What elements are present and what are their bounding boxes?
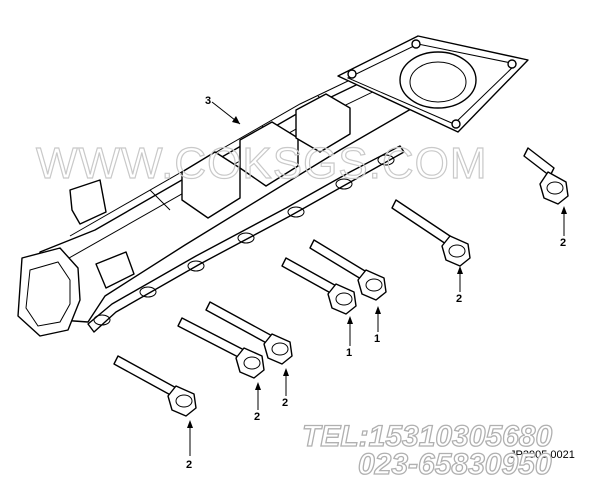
capscrew-upper-1b xyxy=(281,257,357,315)
capscrew-front-2a xyxy=(205,301,293,365)
capscrew-mid-right xyxy=(391,199,471,267)
reference-code: JP3905 0021 xyxy=(510,449,575,461)
callout-capscrew-front-c: 2 xyxy=(186,459,192,471)
contact-tel: TEL:15310305680 xyxy=(302,420,552,453)
capscrew-front-2c xyxy=(113,355,197,417)
callout-capscrew-mid-a: 2 xyxy=(456,293,462,305)
callout-capscrew-front-a: 2 xyxy=(282,397,288,409)
leader-lines xyxy=(187,101,567,456)
callout-capscrew-top-right: 2 xyxy=(560,237,566,249)
watermark: WWW.COKSGS.COM xyxy=(36,139,488,188)
callout-manifold: 3 xyxy=(205,95,211,107)
capscrew-front-2b xyxy=(177,317,265,379)
exhaust-manifold xyxy=(17,35,529,337)
contact-phone: 023-65830950 xyxy=(358,448,552,480)
callout-capscrew-upper-b: 1 xyxy=(346,347,352,359)
callout-capscrew-front-b: 2 xyxy=(254,411,260,423)
callout-capscrew-upper-a: 1 xyxy=(374,333,380,345)
capscrew-upper-1a xyxy=(309,239,387,301)
capscrew-top-right xyxy=(523,147,569,205)
